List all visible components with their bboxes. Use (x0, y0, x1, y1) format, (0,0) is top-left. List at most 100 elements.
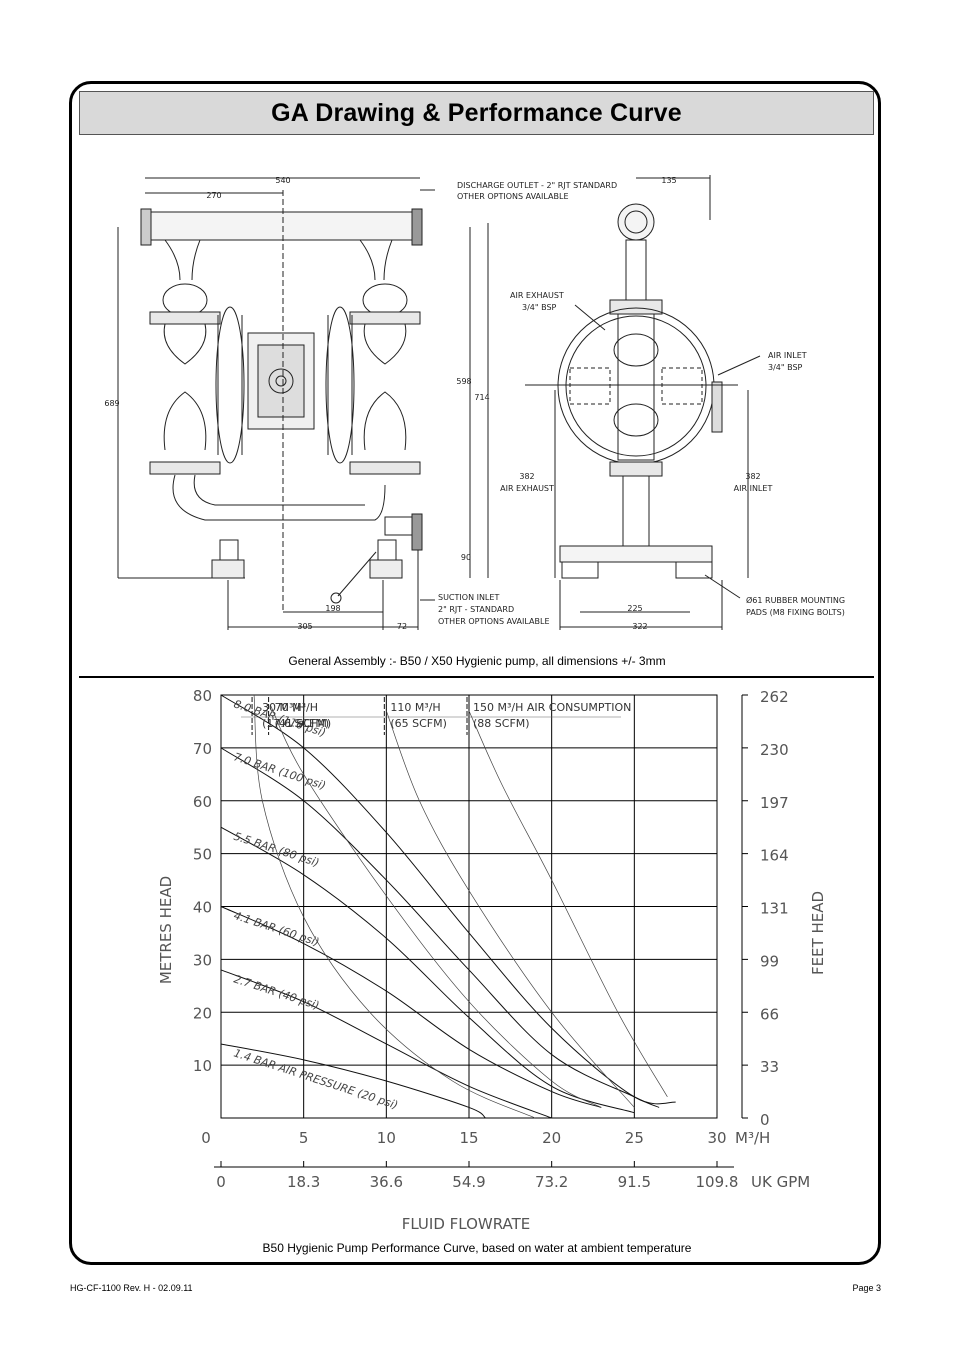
y-tick-label: 30 (193, 951, 212, 969)
gpm-tick-label: 73.2 (535, 1173, 568, 1191)
feet-tick-label: 230 (760, 741, 789, 759)
x-axis-title: FLUID FLOWRATE (402, 1215, 531, 1233)
curve-label-4: 2.7 BAR (40 psi) (232, 972, 321, 1012)
note-air-exhaust-1: AIR EXHAUST (510, 291, 564, 300)
dim-offset: 72 (397, 622, 407, 631)
gpm-tick-label: 54.9 (452, 1173, 485, 1191)
pressure-curve-4 (220, 969, 552, 1119)
note-mounting-2: PADS (M8 FIXING BOLTS) (746, 608, 845, 617)
dim-side-foot-span: 225 (627, 604, 642, 613)
air-scfm-label-0: (17.6 SCFM) (262, 717, 329, 730)
dim-overall: 714 (474, 393, 489, 402)
page-title: GA Drawing & Performance Curve (271, 98, 682, 127)
dim-inlet-outlet: 598 (456, 377, 471, 386)
feet-tick-label: 197 (760, 794, 789, 812)
feet-tick-label: 66 (760, 1005, 779, 1023)
feet-tick-label: 164 (760, 847, 789, 865)
feet-tick-label: 262 (760, 688, 789, 706)
note-suction-3: OTHER OPTIONS AVAILABLE (438, 617, 550, 626)
ga-labels: 540 270 689 598 714 90 198 305 72 DISCHA… (104, 176, 845, 631)
chart-grid (220, 694, 718, 1119)
pressure-curve-5 (220, 1043, 486, 1119)
y-axis-title-left: METRES HEAD (157, 876, 175, 984)
pressure-curve-1 (220, 747, 660, 1108)
note-air-exhaust-2: 3/4" BSP (522, 303, 557, 312)
dim-base-height: 90 (461, 553, 471, 562)
gpm-tick-label: 18.3 (287, 1173, 320, 1191)
x-tick-label: 5 (299, 1129, 309, 1147)
air-curve-1 (270, 705, 602, 1108)
note-discharge-2: OTHER OPTIONS AVAILABLE (457, 192, 569, 201)
y-tick-label: 20 (193, 1004, 212, 1022)
feet-tick-label: 99 (760, 952, 779, 970)
y-tick-label: 0 (201, 1129, 211, 1147)
x-tick-label: 10 (377, 1129, 396, 1147)
x-unit-label: M³/H (735, 1129, 770, 1147)
page-frame (69, 81, 881, 1265)
air-curve-3 (468, 710, 668, 1098)
air-rate-label-3: 150 M³/H AIR CONSUMPTION (473, 701, 631, 714)
y-tick-label: 60 (193, 793, 212, 811)
title-bar: GA Drawing & Performance Curve (79, 91, 874, 135)
side-view (525, 175, 761, 630)
gpm-tick-label: 91.5 (618, 1173, 651, 1191)
curve-label-3: 4.1 BAR (60 psi) (232, 909, 321, 949)
dim-half-width: 270 (206, 191, 221, 200)
note-air-inlet-1: AIR INLET (768, 351, 807, 360)
y-tick-label: 40 (193, 899, 212, 917)
feet-tick-label: 0 (760, 1111, 770, 1129)
pressure-curve-0 (220, 694, 676, 1105)
x-tick-label: 20 (542, 1129, 561, 1147)
x-tick-label: 30 (707, 1129, 726, 1147)
section-divider (79, 676, 874, 678)
dim-foot-span: 198 (325, 604, 340, 613)
y-axis-title-right: FEET HEAD (809, 891, 827, 975)
front-view (117, 177, 489, 630)
air-rate-label-1: 70 M³/H (275, 701, 318, 714)
air-consumption-curves (251, 694, 668, 1119)
curve-label-5: 1.4 BAR AIR PRESSURE (20 psi) (232, 1046, 400, 1111)
gpm-unit-label: UK GPM (751, 1173, 810, 1191)
note-mounting-1: Ø61 RUBBER MOUNTING (746, 595, 845, 605)
chart-caption: B50 Hygienic Pump Performance Curve, bas… (262, 1241, 692, 1255)
air-scfm-label-3: (88 SCFM) (473, 717, 530, 730)
pressure-curve-2 (220, 826, 635, 1114)
gpm-tick-label: 36.6 (370, 1173, 403, 1191)
x-tick-label: 15 (459, 1129, 478, 1147)
air-scfm-label-2: (65 SCFM) (390, 717, 447, 730)
dim-base-width: 305 (297, 622, 312, 631)
performance-chart: 8.0 BAR (116 psi)7.0 BAR (100 psi)5.5 BA… (157, 687, 827, 1233)
pressure-curve-3 (220, 906, 602, 1108)
feet-tick-label: 33 (760, 1058, 779, 1076)
gpm-tick-label: 0 (216, 1173, 226, 1191)
ga-drawing: 540 270 689 598 714 90 198 305 72 DISCHA… (104, 175, 845, 631)
label-air-exhaust-side: AIR EXHAUST (500, 484, 554, 493)
air-rate-label-0: 30 M³/H (262, 701, 305, 714)
pressure-curves (220, 694, 676, 1119)
dim-air-inlet-height: 382 (745, 472, 760, 481)
dim-top-offset: 135 (661, 176, 676, 185)
note-suction-2: 2" RJT - STANDARD (438, 605, 514, 614)
y-tick-label: 50 (193, 846, 212, 864)
x-tick-label: 25 (625, 1129, 644, 1147)
air-curve-0 (253, 694, 536, 1119)
y-tick-label: 10 (193, 1057, 212, 1075)
footer-page-number: Page 3 (852, 1283, 881, 1293)
label-air-inlet-side: AIR INLET (734, 484, 773, 493)
dim-width-total: 540 (275, 176, 290, 185)
y-tick-label: 70 (193, 740, 212, 758)
footer-doc-ref: HG-CF-1100 Rev. H - 02.09.11 (70, 1283, 193, 1293)
air-scfm-label-1: (41 SCFM) (275, 717, 332, 730)
ga-caption: General Assembly :- B50 / X50 Hygienic p… (288, 654, 666, 668)
note-air-inlet-2: 3/4" BSP (768, 363, 803, 372)
y-tick-label: 80 (193, 687, 212, 705)
curve-label-2: 5.5 BAR (80 psi) (232, 830, 321, 870)
gpm-tick-label: 109.8 (696, 1173, 739, 1191)
dim-side-base-width: 322 (632, 622, 647, 631)
note-suction-1: SUCTION INLET (438, 593, 499, 602)
air-curve-2 (386, 710, 635, 1108)
air-rate-label-2: 110 M³/H (390, 701, 440, 714)
dim-air-exhaust-height: 382 (519, 472, 534, 481)
feet-tick-label: 131 (760, 900, 789, 918)
dim-height: 689 (104, 399, 119, 408)
